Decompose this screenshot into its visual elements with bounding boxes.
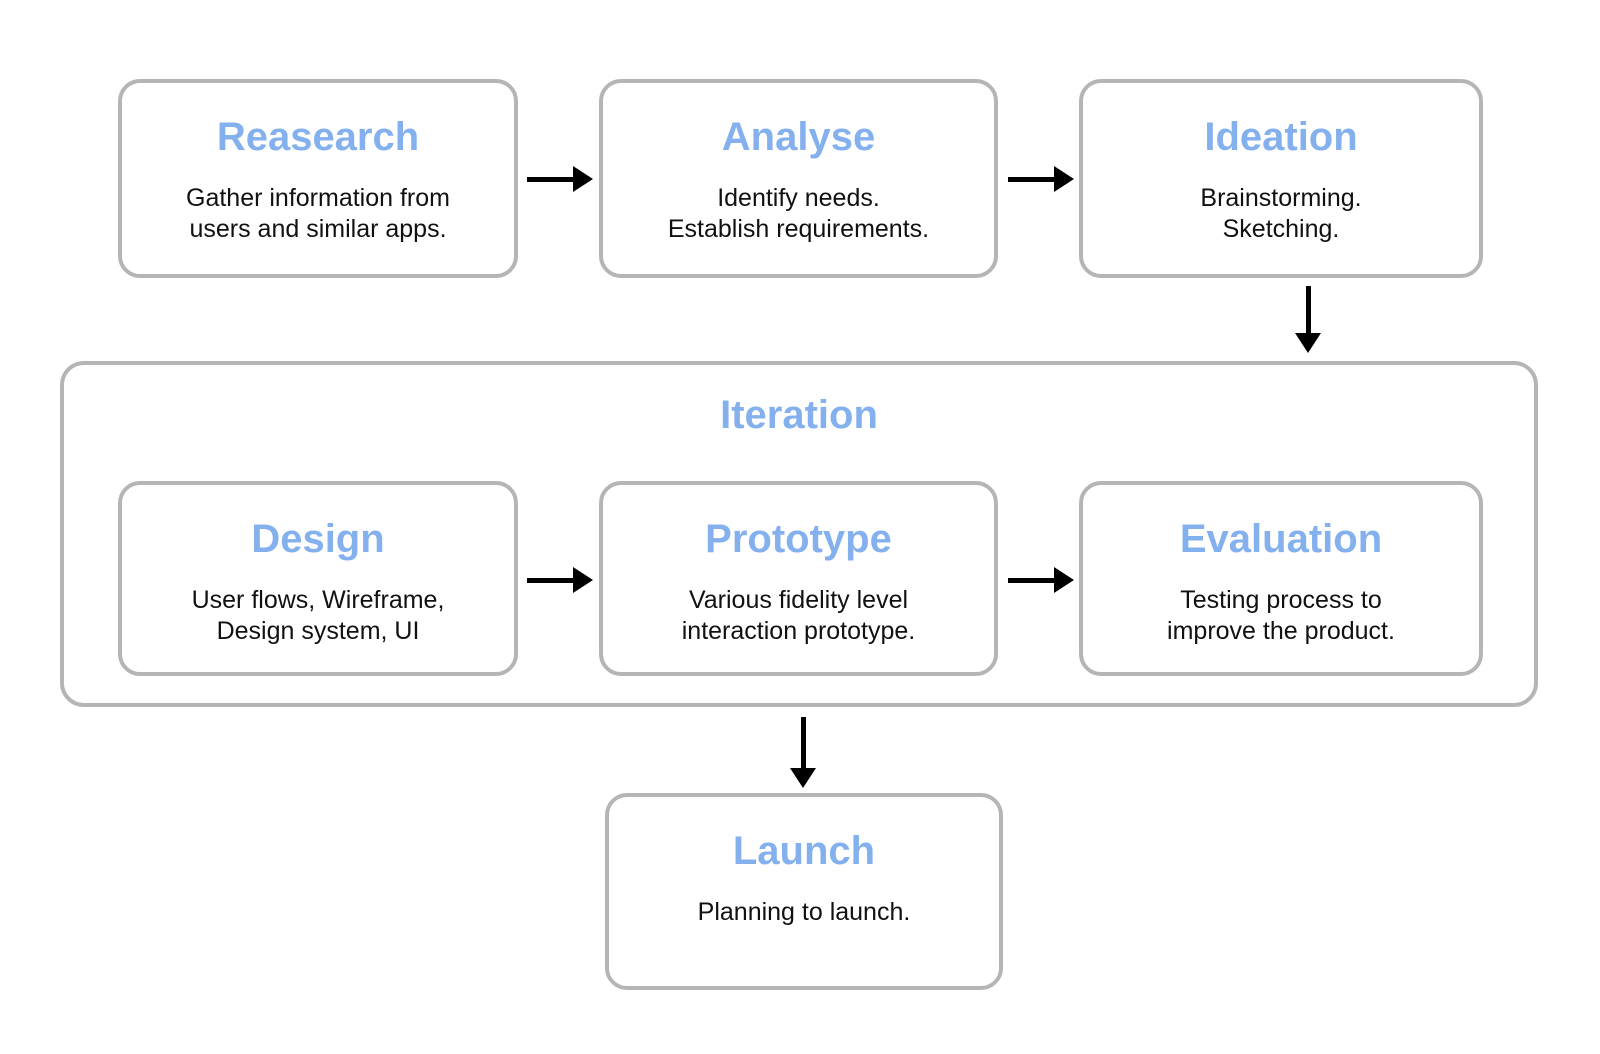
node-ideation-title: Ideation	[1204, 115, 1358, 159]
arrow-head-right-icon	[573, 567, 593, 593]
desc-line: users and similar apps.	[189, 215, 447, 243]
node-research-title: Reasearch	[216, 115, 420, 159]
node-research-desc: Gather information from users and simila…	[122, 183, 514, 245]
desc-line: Design system, UI	[216, 617, 420, 645]
arrow-head-down-icon	[1295, 333, 1321, 353]
arrow-head-right-icon	[1054, 166, 1074, 192]
node-launch-title: Launch	[732, 829, 876, 873]
node-analyse-desc: Identify needs. Establish requirements.	[603, 183, 994, 245]
arrow-shaft	[1305, 286, 1311, 337]
node-ideation-desc: Brainstorming. Sketching.	[1083, 183, 1479, 245]
desc-line: improve the product.	[1167, 617, 1395, 645]
node-research: Reasearch Gather information from users …	[118, 79, 518, 278]
node-prototype-title: Prototype	[705, 517, 892, 561]
arrow-shaft	[1008, 577, 1058, 583]
desc-line: Gather information from	[186, 184, 450, 212]
node-launch-desc: Planning to launch.	[609, 897, 999, 928]
desc-line: User flows, Wireframe,	[191, 586, 445, 614]
node-design-desc: User flows, Wireframe, Design system, UI	[122, 585, 514, 647]
desc-line: Establish requirements.	[667, 215, 930, 243]
arrow-head-right-icon	[573, 166, 593, 192]
desc-line: Planning to launch.	[697, 898, 911, 926]
desc-line: Identify needs.	[717, 184, 880, 212]
desc-line: Sketching.	[1222, 215, 1340, 243]
arrow-design-to-prototype-icon	[527, 567, 593, 593]
arrow-shaft	[800, 717, 806, 772]
arrow-shaft	[527, 176, 577, 182]
node-analyse-title: Analyse	[721, 115, 876, 159]
node-evaluation: Evaluation Testing process to improve th…	[1079, 481, 1483, 676]
arrow-ideation-to-iteration-icon	[1295, 286, 1321, 353]
desc-line: Testing process to	[1180, 586, 1382, 614]
desc-line: interaction prototype.	[681, 617, 916, 645]
node-analyse: Analyse Identify needs. Establish requir…	[599, 79, 998, 278]
desc-line: Brainstorming.	[1200, 184, 1362, 212]
node-ideation: Ideation Brainstorming. Sketching.	[1079, 79, 1483, 278]
group-iteration-title: Iteration	[720, 393, 878, 437]
desc-line: Various fidelity level	[688, 586, 909, 614]
node-launch: Launch Planning to launch.	[605, 793, 1003, 990]
node-design-title: Design	[251, 517, 385, 561]
arrow-research-to-analyse-icon	[527, 166, 593, 192]
arrow-shaft	[1008, 176, 1058, 182]
node-prototype-desc: Various fidelity level interaction proto…	[603, 585, 994, 647]
arrow-head-down-icon	[790, 768, 816, 788]
arrow-analyse-to-ideation-icon	[1008, 166, 1074, 192]
node-evaluation-title: Evaluation	[1179, 517, 1383, 561]
node-design: Design User flows, Wireframe, Design sys…	[118, 481, 518, 676]
arrow-prototype-to-evaluation-icon	[1008, 567, 1074, 593]
node-prototype: Prototype Various fidelity level interac…	[599, 481, 998, 676]
node-evaluation-desc: Testing process to improve the product.	[1083, 585, 1479, 647]
arrow-iteration-to-launch-icon	[790, 717, 816, 788]
arrow-head-right-icon	[1054, 567, 1074, 593]
arrow-shaft	[527, 577, 577, 583]
